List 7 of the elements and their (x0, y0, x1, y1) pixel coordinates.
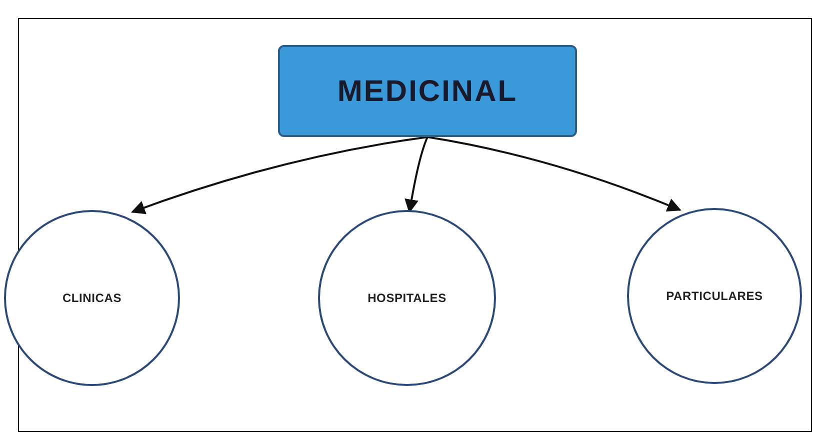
node-label: MEDICINAL (337, 74, 518, 110)
node-label: HOSPITALES (368, 290, 446, 307)
arrow (427, 136, 682, 212)
title-box (278, 45, 577, 137)
node-label: CLINICAS (62, 290, 122, 307)
arrow (130, 136, 428, 214)
node-label: PARTICULARES (666, 288, 763, 305)
